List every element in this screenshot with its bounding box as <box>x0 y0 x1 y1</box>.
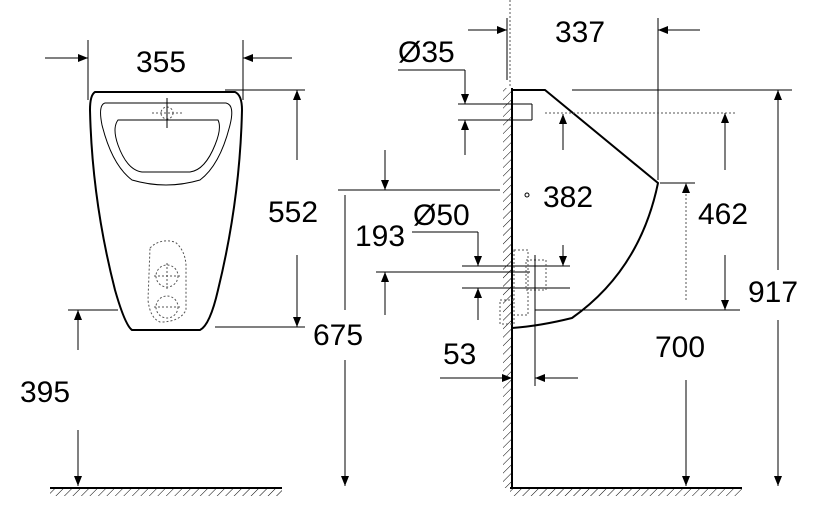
dimension-outlet-projection: 53 <box>443 338 476 371</box>
dimension-bottom-height: 395 <box>20 376 70 409</box>
urinal-side-profile <box>511 89 660 329</box>
dimension-total-height: 917 <box>748 276 798 309</box>
dimension-lip-height: 462 <box>698 198 748 231</box>
dimension-outlet-offset: 193 <box>355 220 405 253</box>
dimension-outlet-floor: 675 <box>313 319 363 352</box>
wall-hatching <box>503 88 512 488</box>
dimension-center: 382 <box>543 181 593 214</box>
center-point-marker <box>524 192 530 198</box>
inlet-marker <box>152 98 182 128</box>
dimension-depth: 337 <box>555 16 605 49</box>
dimension-height: 552 <box>268 196 318 229</box>
urinal-front-outline <box>88 91 244 331</box>
outlet-marker <box>147 240 187 323</box>
outlet-dimensions: 675 193 Ø50 <box>313 150 570 486</box>
dimension-width: 355 <box>136 46 186 79</box>
floor-hatching-side <box>510 489 742 496</box>
floor-hatching <box>50 489 282 496</box>
urinal-rim <box>100 102 233 186</box>
dimension-inlet-diameter: Ø35 <box>398 36 455 69</box>
side-view: Ø35 337 382 462 700 917 <box>398 0 798 496</box>
front-view: 355 552 395 <box>20 40 318 496</box>
outlet-fitting <box>499 249 547 325</box>
dimension-outlet-diameter: Ø50 <box>413 199 470 232</box>
urinal-bowl <box>114 119 220 173</box>
dimension-lip-floor: 700 <box>655 331 705 364</box>
